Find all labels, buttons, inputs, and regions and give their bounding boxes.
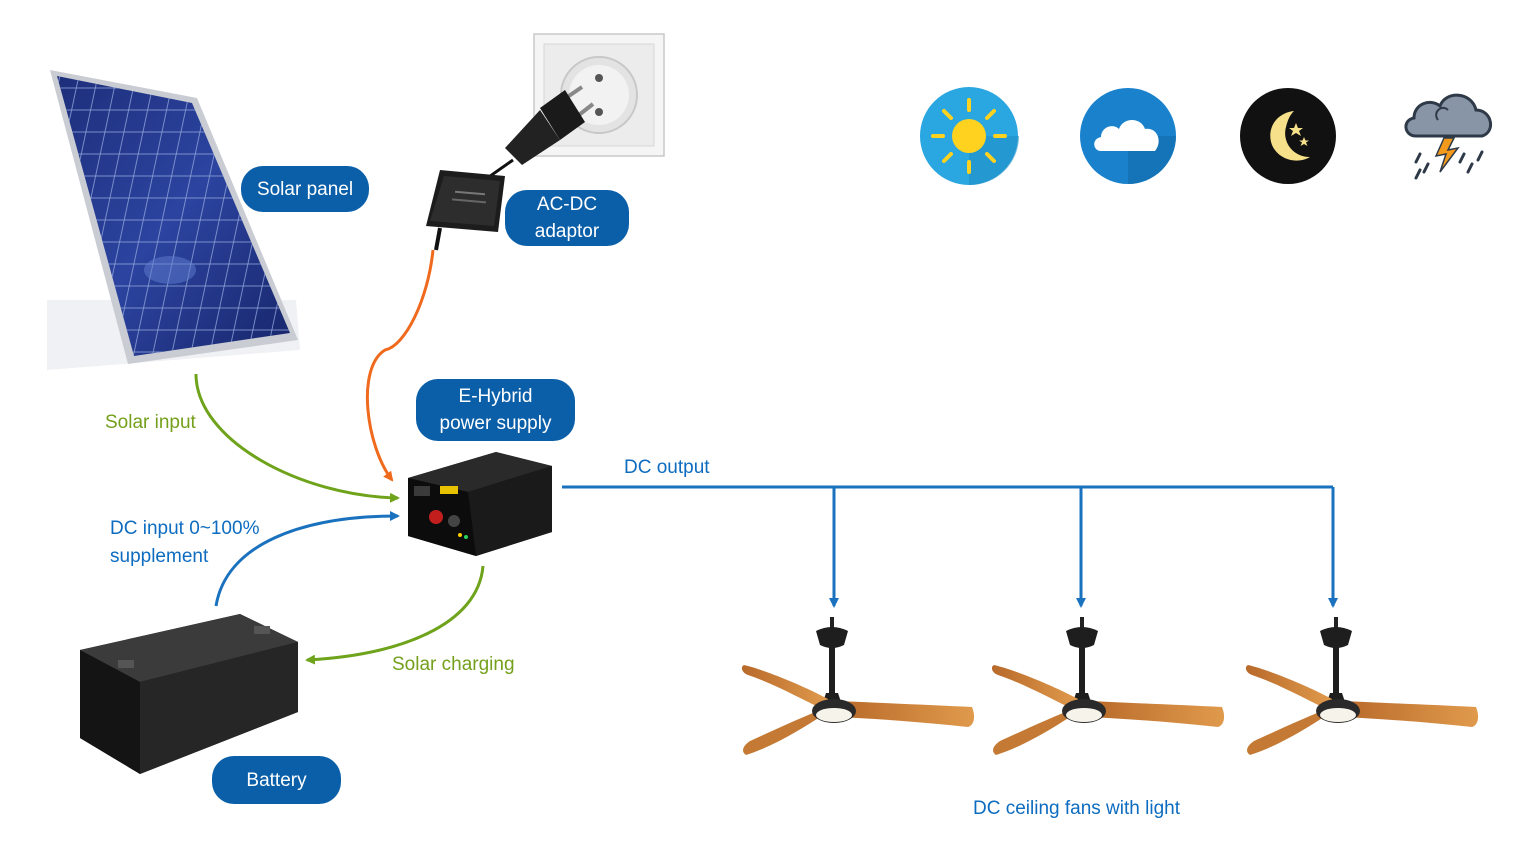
- solar-input-label: Solar input: [105, 412, 196, 433]
- ehybrid-label: E-Hybrid power supply: [416, 379, 575, 441]
- solar-charging-label: Solar charging: [392, 654, 515, 675]
- acdc-label-line1: AC-DC: [536, 194, 598, 215]
- ehybrid-label-line1: E-Hybrid: [458, 386, 533, 407]
- dc-output-label: DC output: [624, 457, 710, 478]
- acdc-adaptor-label: AC-DC adaptor: [505, 190, 629, 246]
- fans-caption: DC ceiling fans with light: [973, 798, 1180, 819]
- ehybrid-box-image: [408, 452, 552, 556]
- storm-icon: [1404, 93, 1492, 180]
- ac-adaptor-line: [366, 249, 435, 482]
- solar-input-line: [194, 373, 400, 503]
- solar-charging-line: [305, 565, 485, 665]
- dc-input-label-line1: DC input 0~100%: [110, 518, 260, 539]
- cloud-icon: [1080, 88, 1176, 184]
- battery-label: Battery: [212, 756, 341, 804]
- solar-panel-label: Solar panel: [241, 166, 369, 212]
- dc-input-label-line2: supplement: [110, 546, 209, 567]
- ceiling-fan-1: [741, 617, 975, 755]
- sun-icon: [920, 87, 1019, 186]
- solar-panel-image: [47, 70, 300, 370]
- ceiling-fan-2: [991, 617, 1225, 755]
- battery-label-text: Battery: [246, 769, 307, 791]
- battery-image: [80, 614, 298, 774]
- ceiling-fan-3: [1245, 617, 1479, 755]
- moon-night-icon: [1240, 88, 1336, 184]
- solar-panel-label-text: Solar panel: [256, 178, 354, 200]
- acdc-label-line2: adaptor: [534, 221, 600, 242]
- acdc-adaptor-image: [426, 170, 505, 251]
- ehybrid-label-line2: power supply: [439, 413, 552, 434]
- dc-input-line: [214, 511, 400, 607]
